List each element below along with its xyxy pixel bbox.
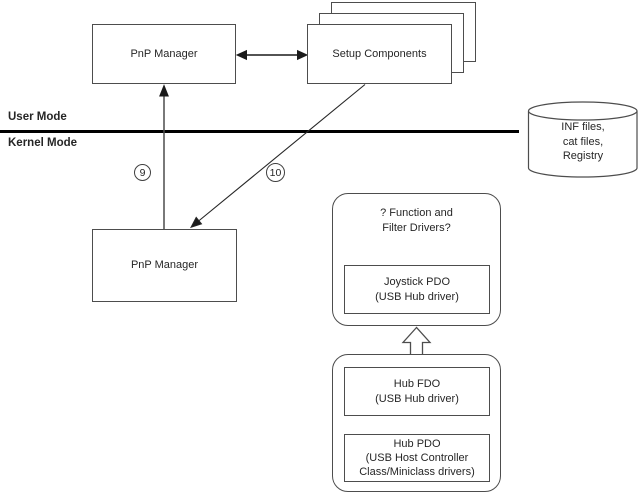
pnp-manager-bottom-box: PnP Manager — [92, 229, 237, 302]
hub-fdo-line-2: (USB Hub driver) — [375, 392, 459, 405]
joystick-pdo-line-2: (USB Hub driver) — [375, 290, 459, 303]
step-9-badge: 9 — [134, 164, 151, 181]
arrow-step-10-icon — [189, 84, 366, 229]
step-10-label: 10 — [269, 166, 282, 179]
pnp-setup-double-arrow-icon — [235, 49, 309, 61]
function-filter-title-line-2: Filter Drivers? — [382, 221, 451, 234]
hub-pdo-line-3: Class/Miniclass drivers) — [359, 466, 475, 478]
pnp-manager-top-box: PnP Manager — [92, 24, 236, 84]
function-filter-title-line-1: ? Function and — [380, 207, 453, 219]
kernel-mode-label: Kernel Mode — [8, 137, 78, 149]
pnp-manager-top-label: PnP Manager — [130, 47, 198, 60]
datastore-line-2: cat files, — [562, 135, 604, 148]
hub-pdo-box: Hub PDO (USB Host Controller Class/Minic… — [344, 434, 490, 482]
hub-stack-group-box: Hub FDO (USB Hub driver) Hub PDO (USB Ho… — [332, 354, 501, 492]
setup-components-label: Setup Components — [332, 47, 427, 60]
datastore-line-3: Registry — [562, 150, 604, 162]
pnp-manager-bottom-label: PnP Manager — [130, 259, 199, 272]
datastore-line-1: INF files, — [561, 121, 605, 133]
function-filter-group-box: ? Function and Filter Drivers? Joystick … — [332, 193, 501, 326]
step-10-badge: 10 — [266, 163, 285, 182]
hub-pdo-line-2: (USB Host Controller — [365, 452, 469, 464]
user-kernel-boundary-line — [0, 130, 519, 133]
user-mode-label: User Mode — [8, 111, 67, 123]
hub-fdo-box: Hub FDO (USB Hub driver) — [344, 367, 490, 416]
joystick-pdo-box: Joystick PDO (USB Hub driver) — [344, 265, 490, 314]
step-9-label: 9 — [139, 166, 146, 179]
hub-fdo-line-1: Hub FDO — [393, 378, 441, 390]
registry-cylinder-icon — [527, 101, 638, 178]
up-block-arrow-icon — [401, 326, 432, 356]
function-filter-title: ? Function and Filter Drivers? — [333, 206, 500, 235]
arrow-step-9-icon — [159, 84, 169, 229]
joystick-pdo-line-1: Joystick PDO — [383, 276, 450, 288]
registry-datastore-label: INF files, cat files, Registry — [528, 120, 638, 164]
hub-pdo-line-1: Hub PDO — [393, 438, 441, 450]
setup-components-box: Setup Components — [307, 24, 452, 84]
